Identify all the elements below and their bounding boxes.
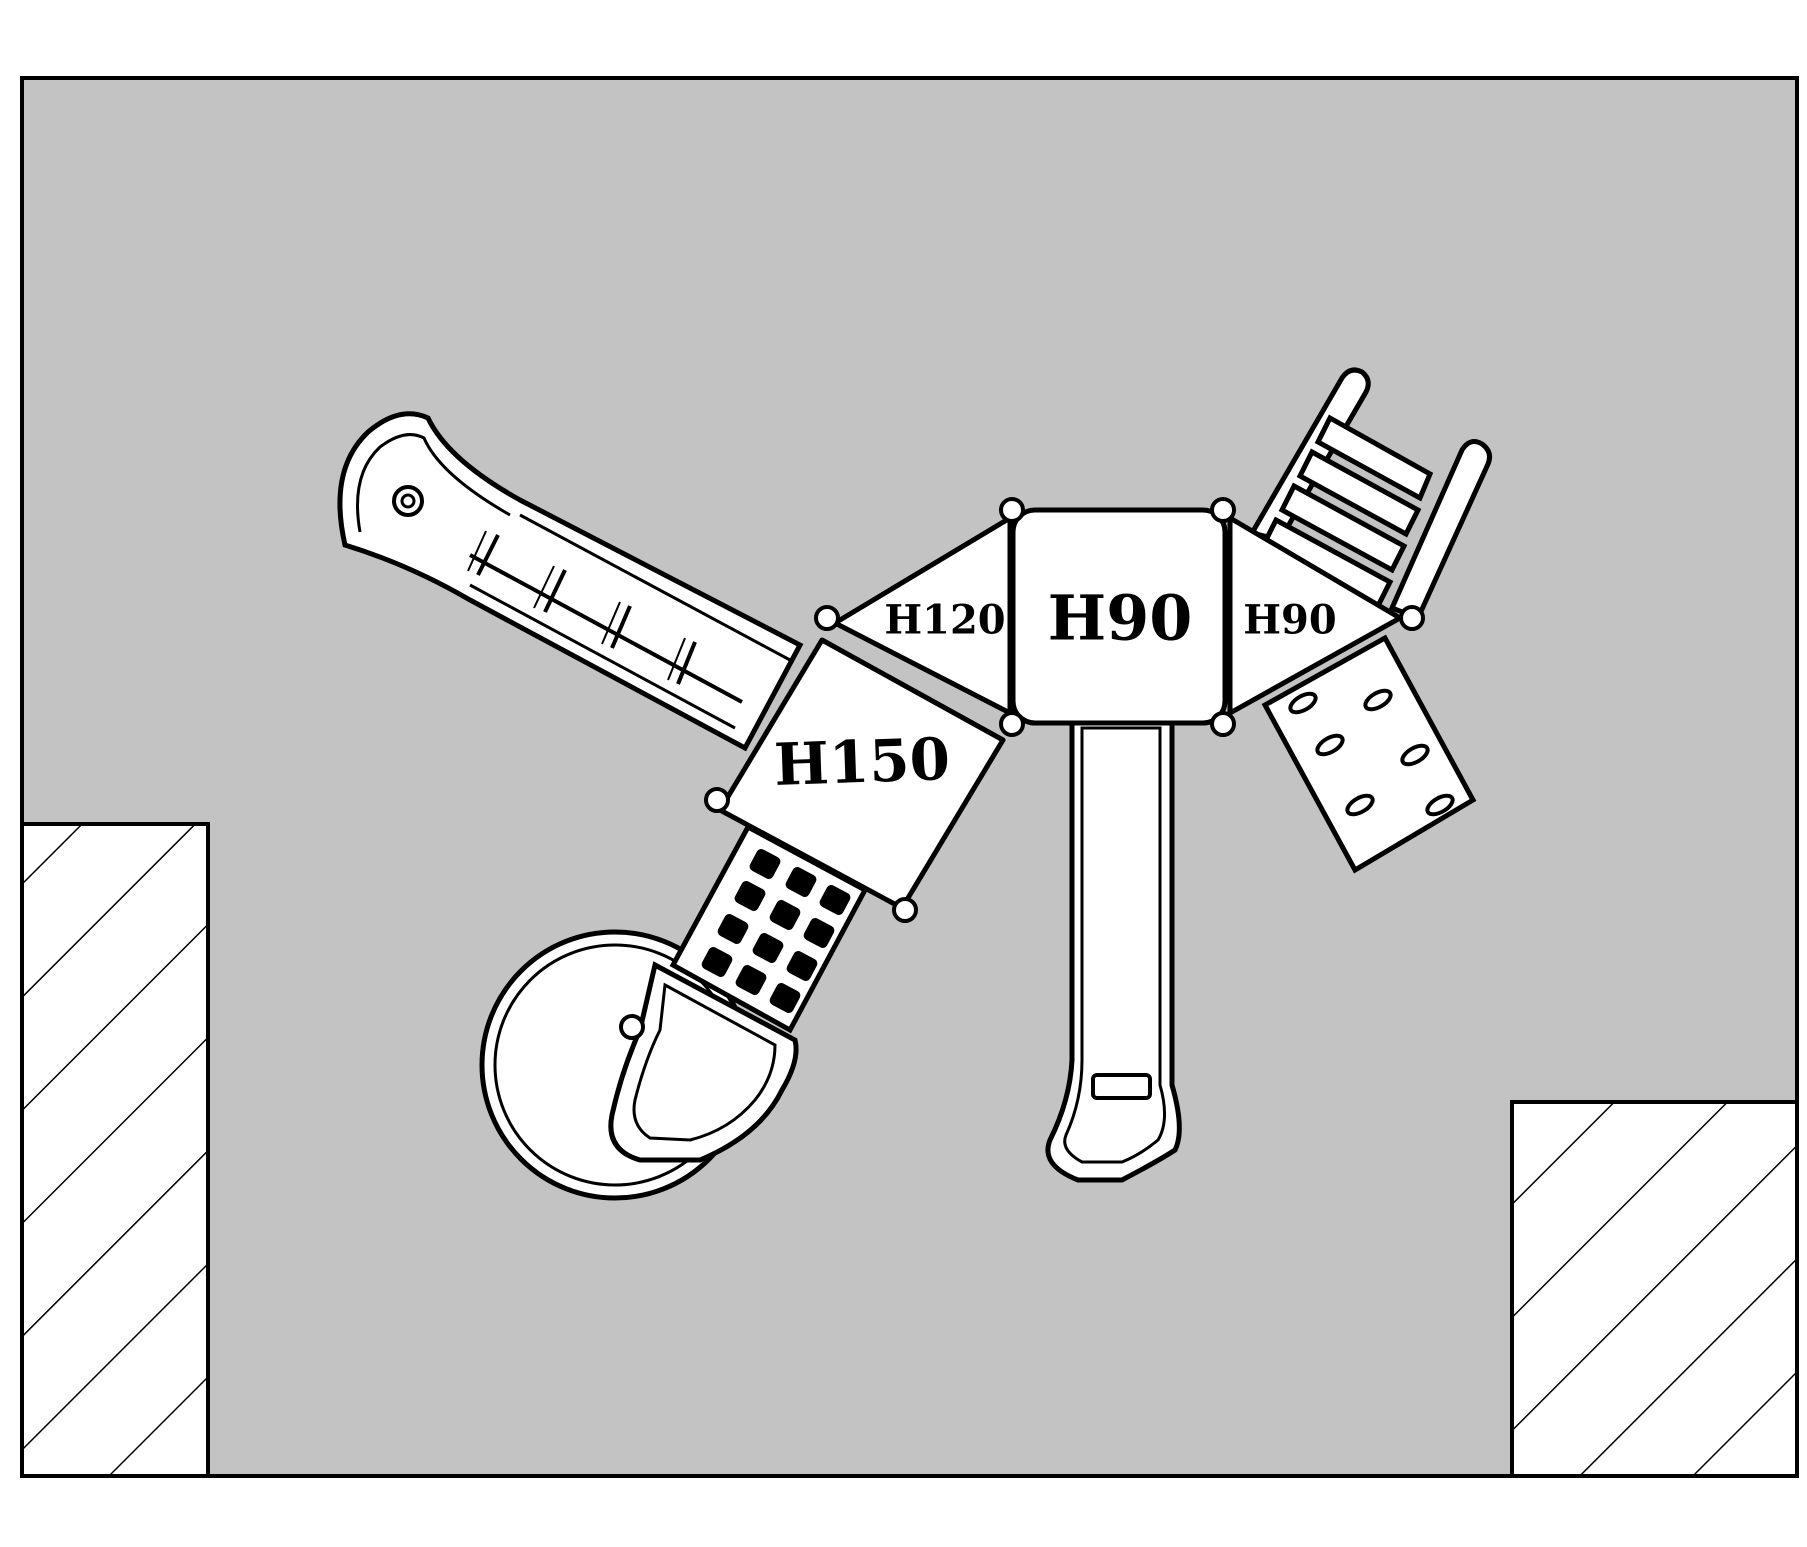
deck-h120: H120: [832, 515, 1013, 716]
post: [704, 787, 730, 813]
deck-h150: H150: [717, 637, 1006, 911]
deck-label-h90-center: H90: [1048, 582, 1193, 655]
post: [1210, 497, 1236, 523]
deck-h90-right: H90: [1227, 515, 1403, 716]
deck-label-h120: H120: [884, 597, 1005, 644]
hatched-zone-right: [1510, 1100, 1799, 1478]
deck-label-h150: H150: [773, 725, 951, 799]
post: [999, 497, 1025, 523]
tube-slide-icon: [337, 411, 804, 752]
deck-h90-center: H90: [1010, 507, 1228, 726]
straight-slide-icon: [1045, 712, 1182, 1183]
post: [892, 897, 918, 923]
post: [814, 605, 840, 631]
rock-climber-icon: [669, 823, 869, 1034]
deck-label-h90-right: H90: [1243, 597, 1336, 644]
spiral-slide-icon: [479, 929, 799, 1201]
ladder-icon: [1248, 367, 1492, 622]
climbing-wall-icon: [1261, 634, 1477, 874]
hatched-zone-left: [20, 822, 210, 1478]
post: [1210, 711, 1236, 737]
post: [1399, 605, 1425, 631]
post: [999, 711, 1025, 737]
deck-posts: [704, 497, 1425, 923]
